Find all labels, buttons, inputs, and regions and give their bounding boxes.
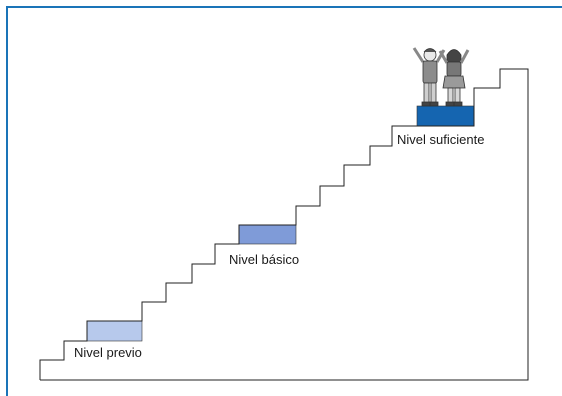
level-label-basico: Nivel básico [229,252,299,267]
staircase-outline [39,68,529,381]
level-label-suficiente: Nivel suficiente [397,132,484,147]
two-children-arms-raised-icon [412,47,470,107]
level-block-previo [86,320,143,342]
level-label-previo: Nivel previo [74,345,142,360]
level-block-basico [238,224,297,245]
level-block-suficiente [416,105,475,127]
